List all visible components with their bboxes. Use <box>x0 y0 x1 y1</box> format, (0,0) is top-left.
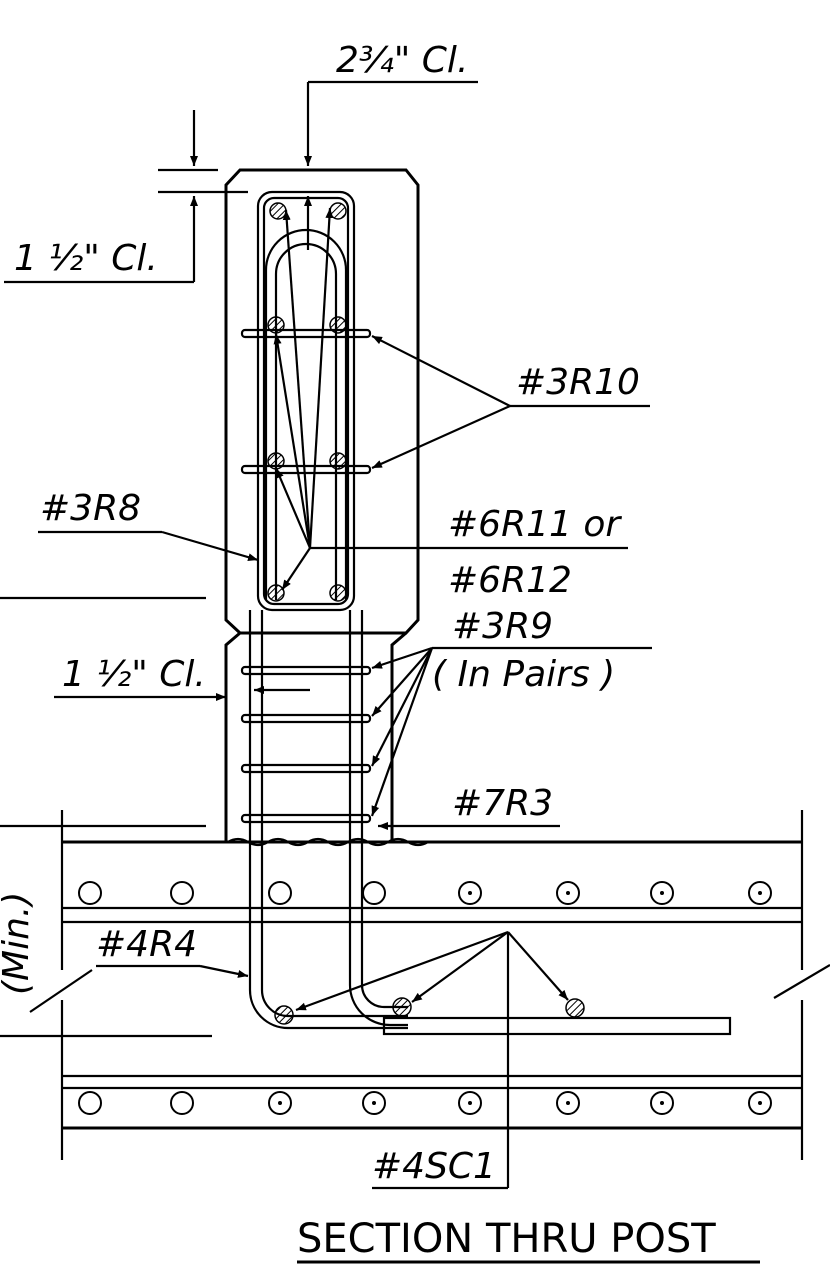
label-cover-side-bottom: 1 ½" Cl. <box>62 654 206 695</box>
bottom-mat-rebar <box>62 1074 802 1115</box>
label-bar-6r12: #6R12 <box>448 560 572 601</box>
upper-post-outline <box>224 168 420 635</box>
label-bar-6r11: #6R11 or <box>448 504 622 545</box>
longitudinal-bars <box>267 202 585 1025</box>
u-bar-6r11 <box>264 228 348 600</box>
lower-post-outline <box>224 631 407 842</box>
label-bar-7r3: #7R3 <box>452 783 553 824</box>
leader-3r8 <box>38 530 259 562</box>
label-bar-4sc1: #4SC1 <box>372 1146 496 1187</box>
leader-3r10 <box>371 335 650 470</box>
leader-3r9 <box>370 646 652 817</box>
bar-4r4 <box>382 1016 732 1036</box>
dim-side-cover-top <box>4 110 248 284</box>
drawing-title: SECTION THRU POST <box>297 1216 716 1262</box>
label-bar-3r8: #3R8 <box>40 488 141 529</box>
label-bar-4r4: #4R4 <box>96 924 197 965</box>
dim-side-cover-bottom <box>54 686 310 701</box>
top-mat-rebar <box>62 881 802 924</box>
ties-3r9 <box>240 665 372 824</box>
label-bar-3r10: #3R10 <box>516 362 640 403</box>
label-bar-3r9-note: ( In Pairs ) <box>432 654 615 695</box>
label-deck-depth: (Min.) <box>0 892 37 995</box>
hooked-bar-7r3 <box>248 610 408 1030</box>
leader-4sc1 <box>295 930 569 1190</box>
label-bar-3r9: #3R9 <box>452 606 553 647</box>
label-cover-side-top: 1 ½" Cl. <box>14 238 158 279</box>
deck-slab <box>29 810 830 1160</box>
dim-top-cover <box>304 80 478 250</box>
leader-4r4 <box>96 964 249 978</box>
leader-6r11 <box>273 207 628 591</box>
ties-3r10 <box>240 328 372 475</box>
stirrup-3r8 <box>256 190 356 612</box>
label-cover-top: 2¾" Cl. <box>336 40 468 81</box>
